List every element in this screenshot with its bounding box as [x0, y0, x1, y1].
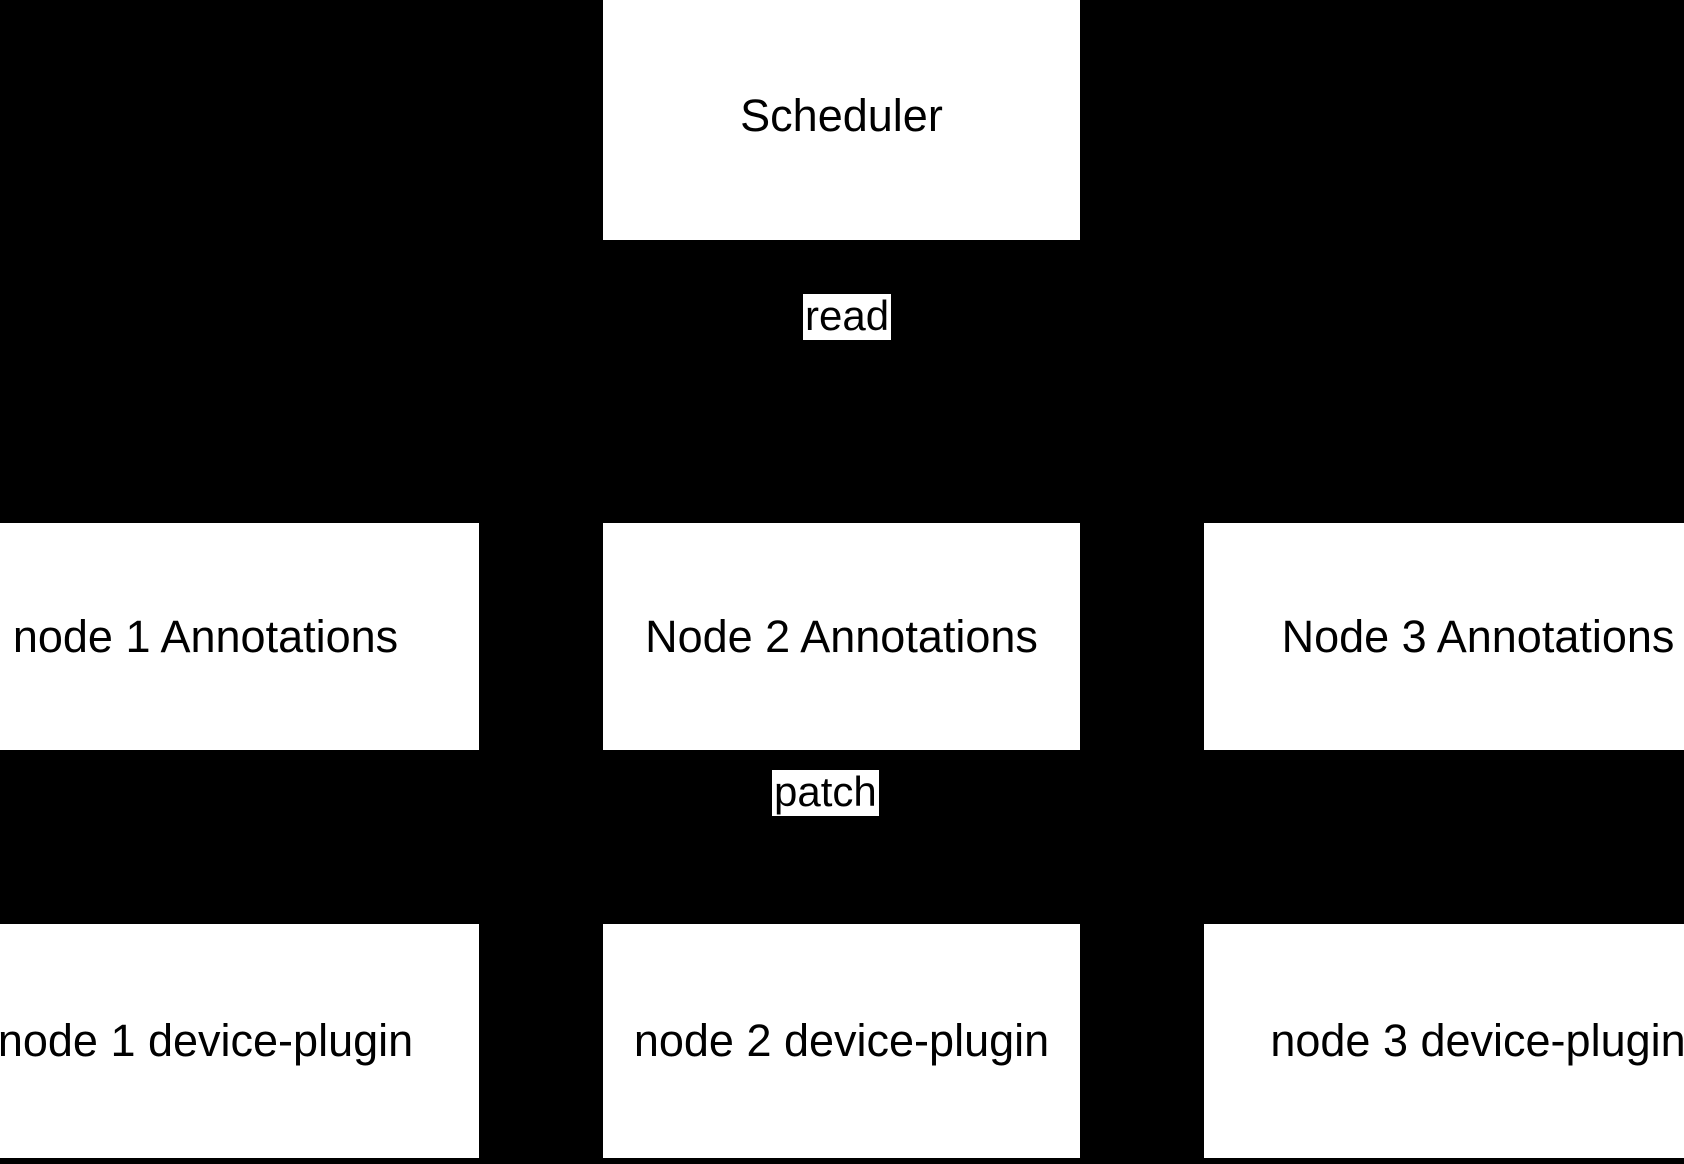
device-plugin-node-1[interactable]: node 1 device-plugin — [0, 924, 479, 1158]
device-plugin-node-3-label: node 3 device-plugin — [1270, 1015, 1684, 1067]
device-plugin-node-2-label: node 2 device-plugin — [633, 1015, 1050, 1067]
annotations-node-1[interactable]: node 1 Annotations — [0, 523, 479, 750]
edge-label-patch: patch — [772, 768, 879, 816]
scheduler-label: Scheduler — [740, 90, 943, 142]
device-plugin-node-2[interactable]: node 2 device-plugin — [603, 924, 1080, 1158]
annotations-node-2-label: Node 2 Annotations — [645, 610, 1038, 662]
annotations-node-1-label: node 1 Annotations — [12, 610, 399, 662]
device-plugin-node-1-label: node 1 device-plugin — [0, 1015, 414, 1067]
annotations-node-2[interactable]: Node 2 Annotations — [603, 523, 1080, 750]
edge-label-read: read — [803, 292, 892, 340]
annotations-node-3-label: Node 3 Annotations — [1281, 610, 1675, 662]
scheduler-node[interactable]: Scheduler — [603, 0, 1080, 240]
annotations-node-3[interactable]: Node 3 Annotations — [1204, 523, 1684, 750]
device-plugin-node-3[interactable]: node 3 device-plugin — [1204, 924, 1684, 1158]
